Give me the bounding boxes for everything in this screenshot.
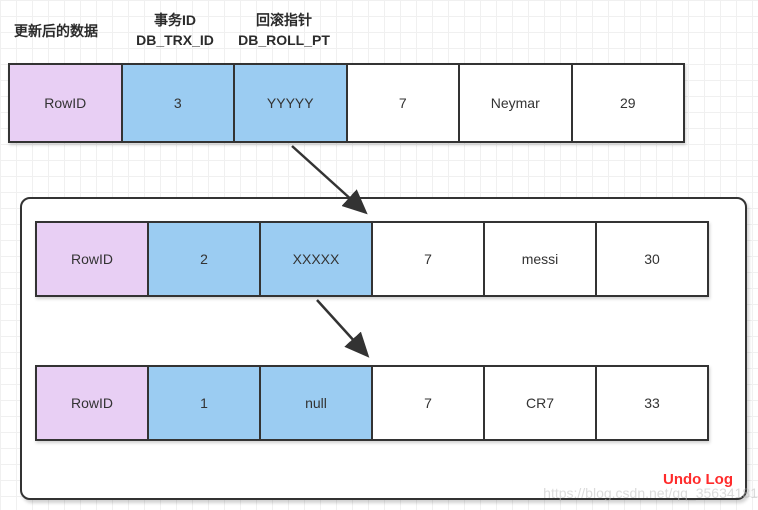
id-cell: 7 bbox=[347, 65, 460, 141]
rollback-label-cn: 回滚指针 bbox=[256, 12, 312, 28]
rowid-cell: RowID bbox=[37, 367, 149, 439]
id-cell: 7 bbox=[373, 223, 485, 295]
rollback-pointer-header: 回滚指针 DB_ROLL_PT bbox=[228, 10, 340, 50]
rollback-label-en: DB_ROLL_PT bbox=[238, 32, 330, 48]
undo-version-row-1: RowID 1 null 7 CR7 33 bbox=[35, 365, 709, 441]
age-cell: 29 bbox=[572, 65, 683, 141]
roll-pointer-cell: YYYYY bbox=[235, 65, 348, 141]
name-cell: messi bbox=[485, 223, 597, 295]
roll-pointer-cell: XXXXX bbox=[261, 223, 373, 295]
rowid-cell: RowID bbox=[37, 223, 149, 295]
watermark: https://blog.csdn.net/qq_35634181 bbox=[543, 485, 758, 501]
undo-log-label: Undo Log bbox=[663, 471, 733, 488]
updated-row: RowID 3 YYYYY 7 Neymar 29 bbox=[8, 63, 685, 143]
id-cell: 7 bbox=[373, 367, 485, 439]
name-cell: CR7 bbox=[485, 367, 597, 439]
trx-id-cell: 1 bbox=[149, 367, 261, 439]
undo-version-row-2: RowID 2 XXXXX 7 messi 30 bbox=[35, 221, 709, 297]
trx-id-header: 事务ID DB_TRX_ID bbox=[120, 10, 230, 50]
trx-id-cell: 2 bbox=[149, 223, 261, 295]
roll-pointer-cell: null bbox=[261, 367, 373, 439]
name-cell: Neymar bbox=[460, 65, 573, 141]
trx-id-cell: 3 bbox=[122, 65, 235, 141]
trx-id-label-en: DB_TRX_ID bbox=[136, 32, 214, 48]
age-cell: 30 bbox=[597, 223, 707, 295]
trx-id-label-cn: 事务ID bbox=[154, 12, 196, 28]
updated-data-label: 更新后的数据 bbox=[14, 23, 98, 39]
age-cell: 33 bbox=[597, 367, 707, 439]
rowid-cell: RowID bbox=[10, 65, 123, 141]
